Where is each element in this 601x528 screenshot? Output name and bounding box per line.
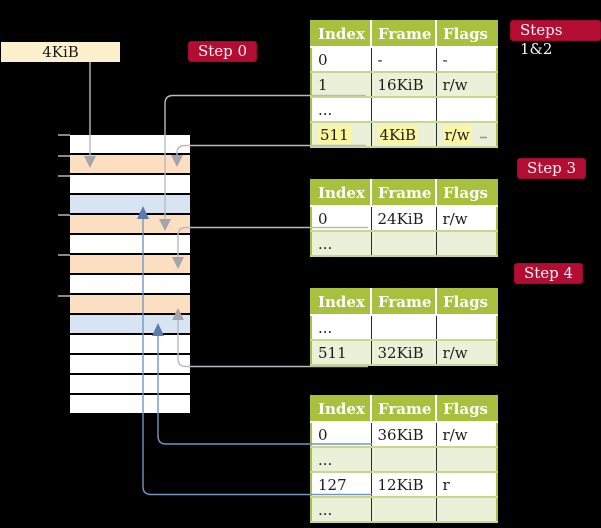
- memory-cell-0: [70, 135, 190, 155]
- table-cell: r/w: [435, 422, 497, 448]
- memory-cell-2: [70, 175, 190, 195]
- memory-cell-9: [70, 315, 190, 335]
- table-cell: 32KiB: [370, 340, 436, 366]
- table-cell: r/w: [435, 340, 497, 366]
- memory-cell-12: [70, 375, 190, 395]
- table-cell: 511: [311, 122, 371, 148]
- table-cell: r/w: [435, 206, 497, 232]
- table-cell: 1: [311, 72, 371, 98]
- column-header-frame: Frame: [370, 289, 436, 316]
- table-cell: 0: [311, 47, 371, 73]
- table-cell: 0: [311, 422, 371, 448]
- memory-cell-5: [70, 235, 190, 255]
- badge-step-0: Step 0: [188, 41, 258, 62]
- table-cell: 4KiB: [370, 122, 436, 148]
- table-cell: ...: [311, 447, 371, 473]
- memory-tick: [58, 295, 70, 297]
- memory-tick: [58, 134, 70, 136]
- column-header-frame: Frame: [370, 396, 436, 423]
- table-cell: 36KiB: [370, 422, 436, 448]
- table-cell: ...: [311, 497, 371, 523]
- column-header-index: Index: [311, 396, 371, 423]
- badge-step-4: Step 4: [514, 263, 584, 284]
- memory-tick: [58, 155, 70, 157]
- memory-tick: [58, 175, 70, 177]
- table-row: ...: [311, 315, 497, 341]
- table-cell: 16KiB: [370, 72, 436, 98]
- column-header-index: Index: [311, 289, 371, 316]
- table-cell: 511: [311, 340, 371, 366]
- memory-cell-13: [70, 395, 190, 415]
- table-row: ...: [311, 447, 497, 473]
- column-header-index: Index: [311, 21, 371, 48]
- table-cell: 127: [311, 472, 371, 498]
- badge-steps-1-2: Steps 1&2: [510, 20, 601, 58]
- highlighted-value: 4KiB: [377, 125, 419, 144]
- table-cell: [435, 231, 497, 257]
- memory-cell-8: [70, 295, 190, 315]
- source-address-box: 4KiB: [1, 42, 120, 62]
- memory-cell-6: [70, 255, 190, 275]
- table-cell: -: [370, 47, 436, 73]
- table-row: 511 4KiB r/w: [311, 122, 497, 148]
- table-cell: -: [435, 47, 497, 73]
- memory-tick: [58, 254, 70, 256]
- table-cell: ...: [311, 97, 371, 123]
- memory-cell-7: [70, 275, 190, 295]
- memory-cell-1: [70, 155, 190, 175]
- table-cell: ...: [311, 231, 371, 257]
- memory-cell-10: [70, 335, 190, 355]
- table-row: ...: [311, 231, 497, 257]
- memory-cell-4: [70, 215, 190, 235]
- table-cell: [370, 97, 436, 123]
- table-cell: [435, 315, 497, 341]
- column-header-flags: Flags: [435, 289, 497, 316]
- highlighted-value: 511: [318, 125, 351, 144]
- table-cell: [435, 97, 497, 123]
- table-row: ...: [311, 97, 497, 123]
- column-header-frame: Frame: [370, 180, 436, 207]
- memory-cell-11: [70, 355, 190, 375]
- table-row: 0--: [311, 47, 497, 73]
- table-cell: 0: [311, 206, 371, 232]
- column-header-flags: Flags: [435, 180, 497, 207]
- table-cell: [435, 447, 497, 473]
- table-cell: [370, 315, 436, 341]
- memory-cell-3: [70, 195, 190, 215]
- column-header-flags: Flags: [435, 396, 497, 423]
- table-cell: [370, 231, 436, 257]
- table-cell: [370, 497, 436, 523]
- column-header-index: Index: [311, 180, 371, 207]
- table-cell: [370, 447, 436, 473]
- table-cell: 12KiB: [370, 472, 436, 498]
- table-cell: [435, 497, 497, 523]
- table-row: ...: [311, 497, 497, 523]
- table-cell: 24KiB: [370, 206, 436, 232]
- table-cell: ...: [311, 315, 371, 341]
- table-cell: r/w: [435, 122, 497, 148]
- column-header-frame: Frame: [370, 21, 436, 48]
- memory-column: [70, 135, 190, 415]
- table-cell: r/w: [435, 72, 497, 98]
- column-header-flags: Flags: [435, 21, 497, 48]
- memory-tick: [58, 214, 70, 216]
- badge-step-3: Step 3: [517, 158, 587, 179]
- highlighted-value: r/w: [442, 125, 472, 144]
- table-cell: r: [435, 472, 497, 498]
